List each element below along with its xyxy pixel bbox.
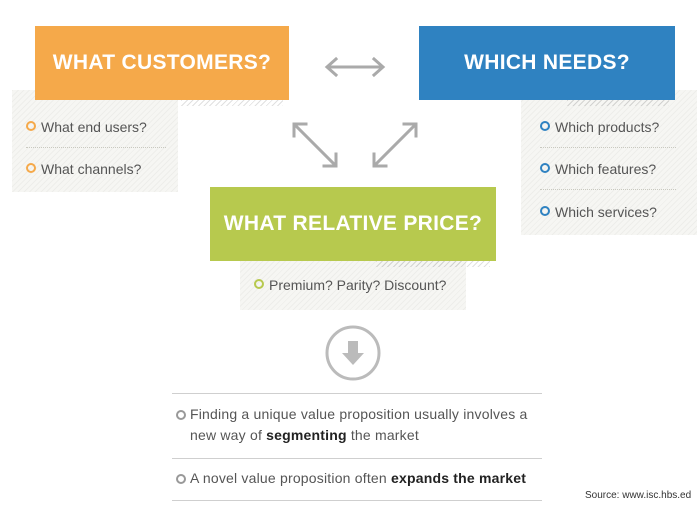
diagonal-double-arrow-icon <box>372 122 418 168</box>
price-item-label: Premium? Parity? Discount? <box>269 277 447 293</box>
bullet-icon <box>254 279 264 289</box>
divider <box>540 147 676 148</box>
needs-item-label: Which products? <box>555 119 660 135</box>
what-relative-price-box: WHAT RELATIVE PRICE? <box>210 187 496 267</box>
list-item: What channels? <box>26 162 141 176</box>
divider <box>172 393 542 394</box>
conclusion-text: Finding a unique value proposition usual… <box>190 406 528 443</box>
bullet-icon <box>540 206 550 216</box>
conclusion-text: the market <box>350 427 419 443</box>
needs-panel <box>521 90 697 235</box>
list-item: Which services? <box>540 205 657 219</box>
price-panel <box>240 255 466 310</box>
which-needs-title: WHICH NEEDS? <box>464 51 630 74</box>
conclusion-item: A novel value proposition often expands … <box>190 468 550 489</box>
list-item: Premium? Parity? Discount? <box>254 278 446 292</box>
bullet-icon <box>26 121 36 131</box>
bullet-icon <box>176 410 186 420</box>
source-note: Source: www.isc.hbs.ed <box>585 490 692 501</box>
bullet-icon <box>540 163 550 173</box>
divider <box>540 189 676 190</box>
what-customers-title: WHAT CUSTOMERS? <box>52 51 272 74</box>
circle-down-arrow-icon <box>325 325 381 381</box>
customers-panel <box>12 90 178 192</box>
list-item: Which features? <box>540 162 656 176</box>
what-customers-box: WHAT CUSTOMERS? <box>35 26 289 106</box>
needs-item-label: Which features? <box>555 161 657 177</box>
needs-item-label: Which services? <box>555 204 657 220</box>
which-needs-box: WHICH NEEDS? <box>419 26 675 106</box>
bullet-icon <box>176 474 186 484</box>
what-relative-price-title: WHAT RELATIVE PRICE? <box>223 212 483 235</box>
conclusion-emphasis: segmenting <box>266 427 347 443</box>
bullet-icon <box>26 163 36 173</box>
conclusion-item: Finding a unique value proposition usual… <box>190 404 540 446</box>
divider <box>26 147 166 148</box>
list-item: What end users? <box>26 120 147 134</box>
customers-item-label: What channels? <box>41 161 142 177</box>
diagonal-double-arrow-icon <box>292 122 338 168</box>
conclusion-text: A novel value proposition often <box>190 470 387 486</box>
divider <box>172 458 542 459</box>
divider <box>172 500 542 501</box>
double-arrow-icon <box>324 56 386 78</box>
conclusion-emphasis: expands the market <box>390 470 527 486</box>
customers-item-label: What end users? <box>41 119 147 135</box>
list-item: Which products? <box>540 120 659 134</box>
bullet-icon <box>540 121 550 131</box>
